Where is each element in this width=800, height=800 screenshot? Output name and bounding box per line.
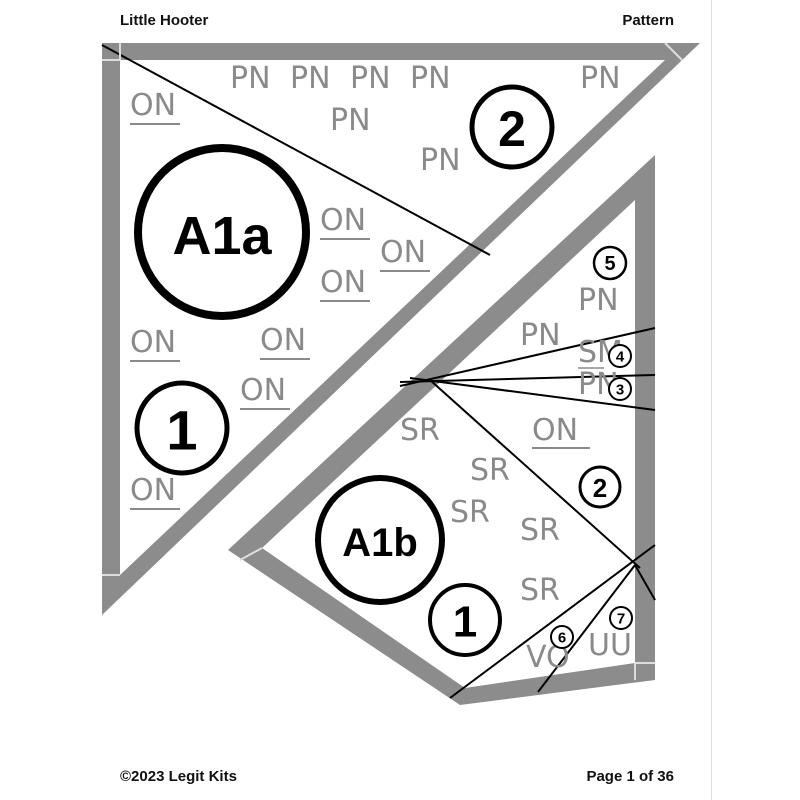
svg-text:A1b: A1b — [342, 521, 418, 565]
region-number-a1b-6: 6 — [550, 625, 574, 649]
fabric-pattern-label: ON — [380, 235, 426, 270]
fabric-pattern-label: ON — [320, 203, 366, 238]
fabric-label: ON — [532, 413, 578, 448]
svg-text:3: 3 — [616, 382, 624, 399]
fabric-pattern-label: ON — [240, 373, 286, 408]
fabric-pattern-label: SR — [520, 513, 560, 548]
fabric-pattern-label: PN — [230, 61, 271, 96]
region-number-a1b-7: 7 — [609, 606, 633, 630]
region-number-a1b-1: 1 — [428, 583, 502, 657]
fabric-pattern-label: PN — [580, 61, 621, 96]
fabric-pattern-label: PN — [578, 283, 619, 318]
region-number-a1a-2: 2 — [469, 84, 555, 170]
region-number-a1b-3: 3 — [608, 377, 632, 401]
fabric-pattern-label: PN — [520, 318, 561, 353]
page-edge-divider — [711, 0, 712, 800]
region-number-a1b-5: 5 — [592, 245, 628, 281]
svg-text:1: 1 — [166, 399, 197, 462]
svg-text:A1a: A1a — [172, 206, 272, 266]
fabric-pattern-label: PN — [410, 61, 451, 96]
fabric-pattern-label: SR — [450, 495, 490, 530]
page-number: Page 1 of 36 — [586, 768, 674, 785]
section-label: Pattern — [622, 12, 674, 29]
fabric-pattern-label: PN — [350, 61, 391, 96]
copyright: ©2023 Legit Kits — [120, 768, 237, 785]
fabric-pattern-label: PN — [290, 61, 331, 96]
fabric-pattern-label: ON — [130, 473, 176, 508]
region-number-a1b-2: 2 — [578, 465, 622, 509]
seam-lines — [399, 327, 656, 699]
piece-label-a1a: A1a — [134, 144, 310, 320]
svg-text:4: 4 — [616, 349, 625, 366]
svg-text:7: 7 — [617, 611, 625, 628]
fabric-pattern-label: SR — [400, 413, 440, 448]
fabric-pattern-label: ON — [320, 265, 366, 300]
fabric-pattern-label: SR — [470, 453, 510, 488]
svg-text:2: 2 — [498, 101, 526, 157]
fabric-pattern-label: ON — [130, 325, 176, 360]
fabric-pattern-label: SR — [520, 573, 560, 608]
seam-line — [101, 44, 491, 256]
fabric-pattern-label: ON — [260, 323, 306, 358]
svg-text:5: 5 — [604, 253, 615, 275]
fabric-label: UU — [588, 628, 632, 663]
svg-text:1: 1 — [453, 598, 477, 647]
svg-text:6: 6 — [558, 630, 566, 647]
region-number-a1b-4: 4 — [608, 344, 632, 368]
piece-label-a1b: A1b — [315, 475, 445, 605]
fabric-pattern-label: ON — [130, 88, 176, 123]
region-number-a1a-1: 1 — [134, 380, 230, 476]
svg-text:2: 2 — [593, 473, 607, 503]
fabric-pattern-label: PN — [420, 143, 461, 178]
fabric-pattern-label: PN — [330, 103, 371, 138]
pattern-title: Little Hooter — [120, 12, 209, 29]
